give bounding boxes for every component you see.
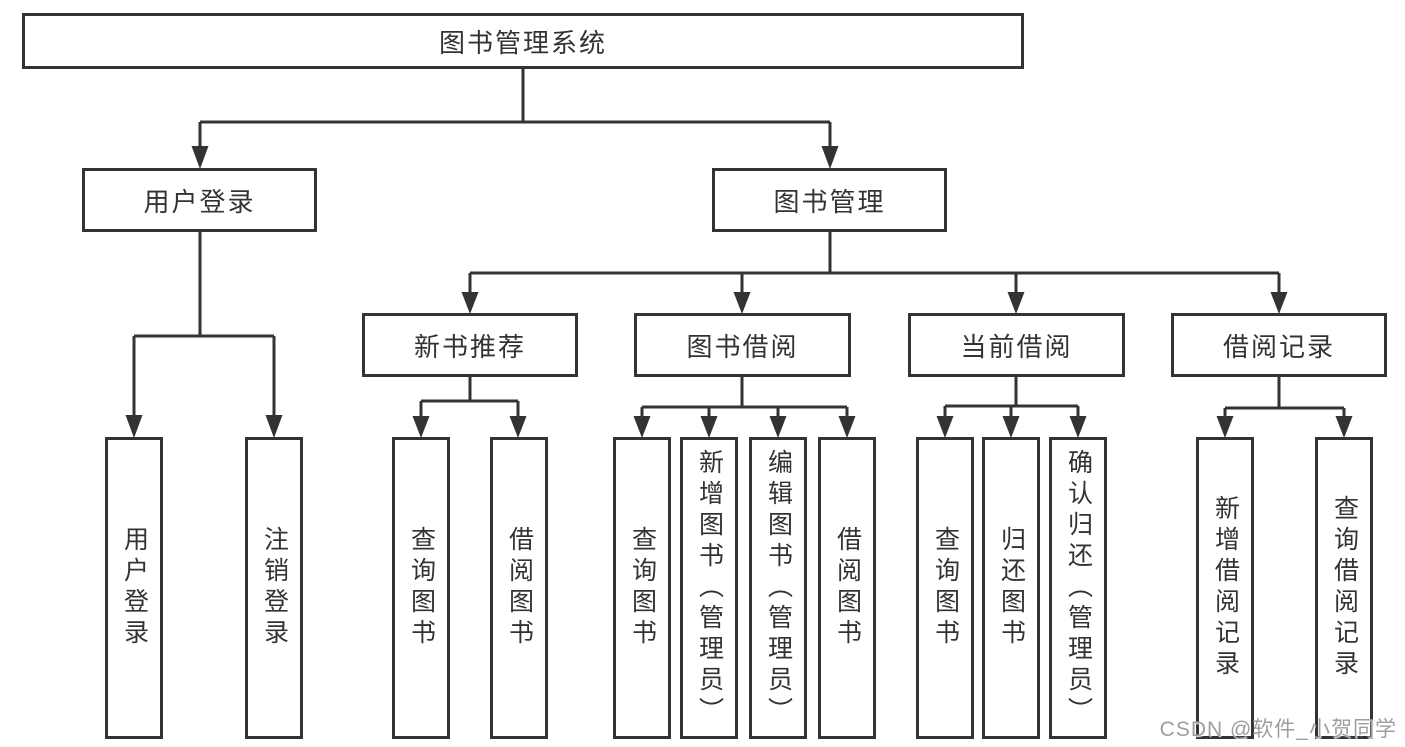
leaf-label: 借阅图书 bbox=[833, 526, 862, 650]
arrowhead bbox=[1069, 416, 1087, 438]
arrowhead bbox=[265, 415, 283, 438]
arrowhead bbox=[125, 415, 143, 438]
leaf-label: 编辑图书（管理员） bbox=[764, 448, 793, 728]
leaf-label: 查询图书 bbox=[628, 526, 657, 650]
arrowhead bbox=[769, 416, 787, 438]
arrowhead bbox=[1335, 416, 1353, 438]
leaf-current-return-books: 归还图书 bbox=[982, 437, 1040, 739]
leaf-label: 归还图书 bbox=[997, 526, 1026, 650]
arrowhead bbox=[633, 416, 651, 438]
node-library-management-system: 图书管理系统 bbox=[22, 13, 1024, 69]
leaf-user-login: 用户登录 bbox=[105, 437, 163, 739]
node-book-management: 图书管理 bbox=[712, 168, 947, 232]
leaf-records-query-borrow-record: 查询借阅记录 bbox=[1315, 437, 1373, 739]
leaf-label: 注销登录 bbox=[260, 526, 289, 650]
arrowhead bbox=[1216, 416, 1234, 438]
arrowhead bbox=[936, 416, 954, 438]
leaf-borrowing-edit-books-admin: 编辑图书（管理员） bbox=[749, 437, 807, 739]
leaf-current-confirm-return-admin: 确认归还（管理员） bbox=[1049, 437, 1107, 739]
arrowhead bbox=[509, 416, 527, 438]
leaf-label: 借阅图书 bbox=[505, 526, 534, 650]
node-book-borrowing: 图书借阅 bbox=[634, 313, 851, 377]
arrowhead bbox=[461, 292, 479, 314]
leaf-label: 确认归还（管理员） bbox=[1064, 448, 1093, 728]
arrowhead bbox=[412, 416, 430, 438]
leaf-borrowing-add-books-admin: 新增图书（管理员） bbox=[680, 437, 738, 739]
leaf-newbook-borrow-books: 借阅图书 bbox=[490, 437, 548, 739]
node-current-borrowing: 当前借阅 bbox=[908, 313, 1125, 377]
arrowhead bbox=[1002, 416, 1020, 438]
leaf-label: 查询借阅记录 bbox=[1330, 495, 1359, 681]
node-borrowing-records: 借阅记录 bbox=[1171, 313, 1387, 377]
leaf-label: 用户登录 bbox=[120, 526, 149, 650]
leaf-logout: 注销登录 bbox=[245, 437, 303, 739]
arrowhead bbox=[838, 416, 856, 438]
arrowhead bbox=[1270, 292, 1288, 314]
node-user-login: 用户登录 bbox=[82, 168, 317, 232]
arrowhead bbox=[1007, 292, 1025, 314]
leaf-label: 新增图书（管理员） bbox=[695, 448, 724, 728]
tree-edges bbox=[132, 69, 1346, 418]
node-new-book-recommendation: 新书推荐 bbox=[362, 313, 578, 377]
leaf-label: 查询图书 bbox=[931, 526, 960, 650]
arrowhead bbox=[733, 292, 751, 314]
csdn-watermark: CSDN @软件_小贺同学 bbox=[1159, 718, 1397, 741]
arrowheads bbox=[125, 146, 1353, 438]
leaf-borrowing-borrow-books: 借阅图书 bbox=[818, 437, 876, 739]
arrowhead bbox=[191, 146, 209, 169]
leaf-label: 新增借阅记录 bbox=[1211, 495, 1240, 681]
leaf-current-query-books: 查询图书 bbox=[916, 437, 974, 739]
leaf-label: 查询图书 bbox=[407, 526, 436, 650]
leaf-records-add-borrow-record: 新增借阅记录 bbox=[1196, 437, 1254, 739]
leaf-newbook-query-books: 查询图书 bbox=[392, 437, 450, 739]
arrowhead bbox=[821, 146, 839, 169]
leaf-borrowing-query-books: 查询图书 bbox=[613, 437, 671, 739]
arrowhead bbox=[700, 416, 718, 438]
